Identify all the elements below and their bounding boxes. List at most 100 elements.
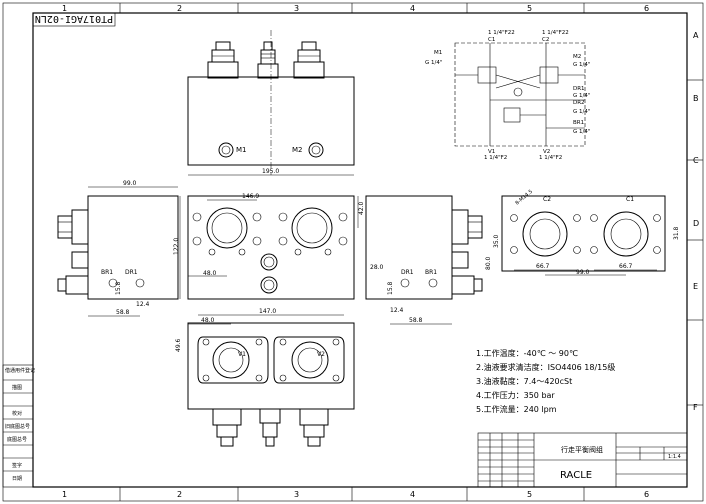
side-dim-thread: 8-M14.5 <box>514 189 534 207</box>
side-dim-c: 66.7 <box>536 263 550 270</box>
bottom-view-body <box>187 322 355 410</box>
left-dim-width: 99.0 <box>123 180 137 187</box>
schematic-c1: C1 <box>488 37 495 43</box>
row-label-b: B <box>693 94 699 103</box>
note-3: 3.油液黏度：7.4～420cSt <box>476 376 572 386</box>
schematic-v2: V2 <box>543 149 550 155</box>
left-dim-a: 15.8 <box>115 281 122 295</box>
schematic-c2: C2 <box>542 37 549 43</box>
front-dim-width: 195.0 <box>262 168 279 175</box>
bottom-dim-c: 49.6 <box>175 338 182 352</box>
note-2: 2.油液要求清洁度：ISO4406 18/15级 <box>476 362 615 372</box>
note-1: 1.工作温度：-40℃ ～ 90℃ <box>476 348 578 358</box>
strip-label-5: 底图总号 <box>7 436 27 443</box>
col-label-top-5: 5 <box>527 4 532 13</box>
col-label-top-6: 6 <box>644 4 649 13</box>
technical-notes: 1.工作温度：-40℃ ～ 90℃ 2.油液要求清洁度：ISO4406 18/1… <box>476 348 615 414</box>
strip-label-7: 日期 <box>12 476 22 482</box>
side-view: C2 C1 8-M14.5 35.0 31.8 80.0 66.7 99.0 6… <box>485 189 680 276</box>
front-dim-height: 122.0 <box>173 238 180 255</box>
side-dim-e: 66.7 <box>619 263 633 270</box>
note-4: 4.工作压力：350 bar <box>476 390 555 400</box>
right-br1-label: BR1 <box>425 269 437 276</box>
col-label-bottom-3: 3 <box>294 490 299 499</box>
right-dr1-label: DR1 <box>401 269 414 276</box>
row-label-e: E <box>693 282 698 291</box>
left-view: 99.0 BR1 DR1 15.8 12.4 58.8 <box>57 180 179 317</box>
col-label-top-3: 3 <box>294 4 299 13</box>
schematic-m1: M1 <box>434 50 442 56</box>
strip-label-2: 描图 <box>12 384 22 391</box>
col-label-bottom-2: 2 <box>177 490 182 499</box>
drawing-number: PT017AGI-02LN <box>35 13 113 24</box>
side-dim-b: 31.8 <box>673 226 680 240</box>
col-label-bottom-5: 5 <box>527 490 532 499</box>
left-view-body <box>87 195 179 300</box>
left-revision-strip: 借通用件登记 描图 校对 旧底图总号 底图总号 签字 日期 <box>2 364 35 488</box>
bottom-view: V1 V2 48.0 147.0 49.6 <box>175 308 355 447</box>
bottom-v2-label: V2 <box>317 351 325 358</box>
side-dim-height: 80.0 <box>485 256 492 270</box>
schematic-br1: BR1 <box>573 120 584 126</box>
left-dim-c: 58.8 <box>116 309 130 316</box>
strip-label-3: 校对 <box>12 410 22 417</box>
grid-rows: A B C D E F <box>687 31 703 412</box>
left-br1-label: BR1 <box>101 269 113 276</box>
right-view: 28.0 DR1 BR1 15.8 12.4 58.8 <box>365 195 483 325</box>
schematic-v1-port: 1 1/4"F2 <box>484 155 507 161</box>
strip-label-6: 签字 <box>12 462 22 469</box>
bottom-dim-b: 147.0 <box>259 308 276 315</box>
right-dim-d: 58.8 <box>409 317 423 324</box>
right-dim-a: 28.0 <box>370 264 384 271</box>
side-view-body <box>501 195 666 272</box>
col-label-bottom-4: 4 <box>410 490 415 499</box>
front-view-body <box>187 195 355 300</box>
front-dim-offset: 48.0 <box>203 270 217 277</box>
side-dim-a: 35.0 <box>493 234 500 248</box>
schematic-v2-port: 1 1/4"F2 <box>539 155 562 161</box>
row-label-c: C <box>693 156 699 165</box>
schematic-c1-port: 1 1/4"F22 <box>488 30 515 36</box>
front-dim-ports: 146.9 <box>242 193 259 200</box>
col-label-top-4: 4 <box>410 4 415 13</box>
right-view-body <box>365 195 453 300</box>
right-dim-c: 12.4 <box>390 307 404 314</box>
side-c2-label: C2 <box>543 196 551 203</box>
hydraulic-schematic: 1 1/4"F22 C1 1 1/4"F22 C2 M1 G 1/4" M2 G… <box>425 30 590 161</box>
side-dim-d: 99.0 <box>576 269 590 276</box>
col-label-bottom-6: 6 <box>644 490 649 499</box>
front-dim-port-height: 42.0 <box>358 201 365 215</box>
row-label-d: D <box>693 219 699 228</box>
top-view: M1 M2 <box>187 30 355 175</box>
schematic-br1-port: G 1/4" <box>573 129 590 135</box>
schematic-dr1-port: G 1/4" <box>573 93 590 99</box>
strip-label-4: 旧底图总号 <box>5 423 30 430</box>
schematic-c2-port: 1 1/4"F22 <box>542 30 569 36</box>
row-label-f: F <box>693 403 698 412</box>
title-block-company: RACLE <box>560 470 592 481</box>
front-view: 195.0 146.9 42.0 122.0 48.0 <box>173 168 365 300</box>
schematic-m1-port: G 1/4" <box>425 60 442 66</box>
schematic-dr1: DR1 <box>573 86 585 92</box>
row-label-a: A <box>693 31 699 40</box>
schematic-m2: M2 <box>573 54 581 60</box>
col-label-bottom-1: 1 <box>62 490 67 499</box>
right-dim-b: 15.8 <box>387 281 394 295</box>
inner-frame <box>32 12 688 488</box>
schematic-v1: V1 <box>488 149 495 155</box>
bottom-dim-a: 48.0 <box>201 317 215 324</box>
schematic-dr2-port: G 1/4" <box>573 109 590 115</box>
side-c1-label: C1 <box>626 196 634 203</box>
note-5: 5.工作流量：240 lpm <box>476 404 557 414</box>
left-dr1-label: DR1 <box>125 269 138 276</box>
top-m1-label: M1 <box>236 146 247 154</box>
top-m2-label: M2 <box>292 146 303 154</box>
schematic-m2-port: G 1/4" <box>573 62 590 68</box>
grid-columns: 1 2 3 4 5 6 1 2 3 4 5 6 <box>62 3 649 501</box>
col-label-top-2: 2 <box>177 4 182 13</box>
drawing-number-box: PT017AGI-02LN <box>32 12 116 27</box>
bottom-v1-label: V1 <box>238 351 246 358</box>
title-block: 行走平衡阀组 RACLE 1:1.4 <box>477 432 688 488</box>
